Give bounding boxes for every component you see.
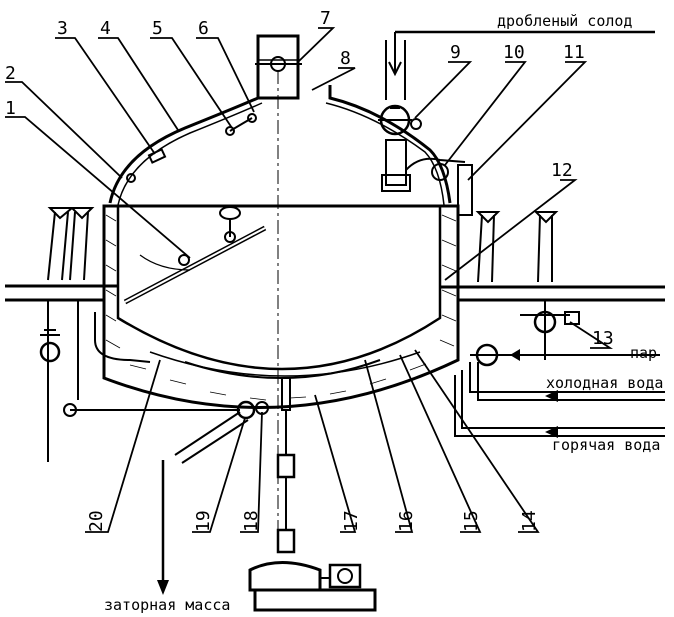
left-piping xyxy=(5,207,240,462)
part-label-18: 18 xyxy=(241,510,262,532)
cold-water-label: холодная вода xyxy=(546,374,663,392)
part-label-2: 2 xyxy=(5,63,16,84)
part-label-9: 9 xyxy=(450,42,461,63)
part-label-8: 8 xyxy=(340,48,351,69)
annotations: дробленый солод пар холодная вода горяча… xyxy=(104,12,663,614)
part-label-7: 7 xyxy=(320,8,331,29)
hot-water-label: горячая вода xyxy=(552,436,660,454)
insulation-hatch xyxy=(105,214,457,401)
mash-label: заторная масса xyxy=(104,596,230,614)
part-label-6: 6 xyxy=(198,18,209,39)
vessel xyxy=(102,34,460,612)
part-label-12: 12 xyxy=(551,160,573,181)
drive-motor xyxy=(248,561,322,592)
flow-arrows xyxy=(157,349,558,595)
part-label-14: 14 xyxy=(519,510,540,532)
part-label-3: 3 xyxy=(57,18,68,39)
sight-lamp xyxy=(219,206,241,220)
malt-feed xyxy=(378,30,655,216)
part-label-17: 17 xyxy=(341,510,362,532)
part-label-11: 11 xyxy=(563,42,585,63)
part-labels: 1 2 3 4 5 6 7 8 9 10 11 12 13 14 15 16 1… xyxy=(5,8,614,532)
part-label-13: 13 xyxy=(592,328,614,349)
leader-lines xyxy=(5,27,614,533)
part-label-19: 19 xyxy=(193,510,214,532)
part-label-20: 20 xyxy=(86,510,107,532)
part-label-4: 4 xyxy=(100,18,111,39)
right-piping xyxy=(440,211,665,437)
part-label-1: 1 xyxy=(5,98,16,119)
part-label-16: 16 xyxy=(396,510,417,532)
part-label-15: 15 xyxy=(461,510,482,532)
part-label-10: 10 xyxy=(503,42,525,63)
mash-outlet-pipe xyxy=(174,411,249,464)
malt-label: дробленый солод xyxy=(497,12,632,30)
vessel-dome-inner xyxy=(117,102,445,206)
part-label-5: 5 xyxy=(152,18,163,39)
vessel-body-inner xyxy=(116,206,442,371)
steam-label: пар xyxy=(630,344,657,362)
